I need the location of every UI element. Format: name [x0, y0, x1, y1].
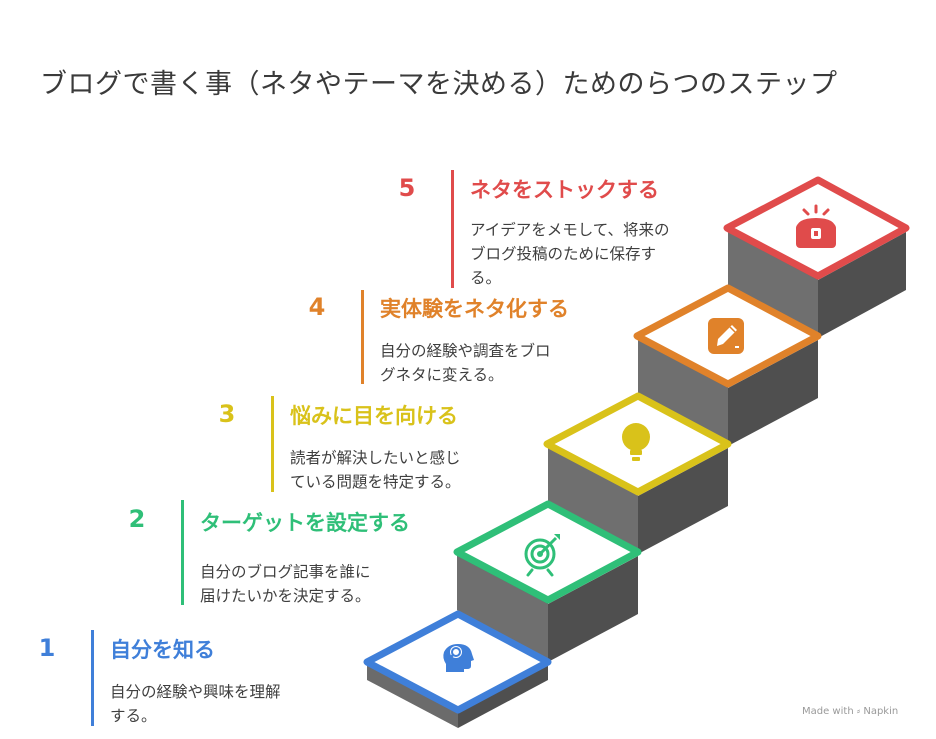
lightbulb-icon	[622, 423, 650, 461]
step-4-tile	[633, 284, 822, 388]
pencil-square-icon	[708, 318, 744, 354]
step-1-description: 自分の経験や興味を理解 する。	[110, 680, 281, 728]
step-3-heading: 悩みに目を向ける	[290, 404, 458, 428]
step-1-tile	[363, 610, 552, 714]
step-4-description: 自分の経験や調査をブロ グネタに変える。	[380, 339, 551, 387]
step-1-number: 1	[38, 634, 56, 662]
step-4-heading: 実体験をネタ化する	[380, 297, 569, 321]
step-3-desc-line-1: 読者が解決したいと感じ	[290, 449, 461, 467]
step-2-heading: ターゲットを設定する	[200, 511, 410, 535]
page-title: ブログで書く事（ネタやテーマを決める）ためのらつのステップ	[40, 69, 838, 100]
step-3-bar	[271, 396, 274, 492]
step-5-heading: ネタをストックする	[470, 178, 659, 202]
head-search-icon	[443, 644, 474, 672]
step-5-bar	[451, 170, 454, 288]
step-1-desc-line-2: する。	[110, 707, 157, 725]
step-2-tile	[453, 500, 642, 604]
step-5-number: 5	[398, 174, 416, 202]
step-5-desc-line-2: ブログ投稿のために保存す	[470, 245, 657, 263]
step-4-bar	[361, 290, 364, 384]
step-1-heading: 自分を知る	[110, 638, 215, 662]
step-4-number: 4	[308, 293, 326, 321]
step-5-description: アイデアをメモして、将来の ブログ投稿のために保存す る。	[470, 218, 670, 290]
step-4-desc-line-2: グネタに変える。	[380, 366, 504, 384]
step-4-desc-line-1: 自分の経験や調査をブロ	[380, 342, 551, 360]
step-3-description: 読者が解決したいと感じ ている問題を特定する。	[290, 446, 461, 494]
step-3-desc-line-2: ている問題を特定する。	[290, 473, 461, 491]
target-arrow-icon	[524, 534, 560, 577]
step-2-description: 自分のブログ記事を誰に 届けたいかを決定する。	[200, 560, 371, 608]
step-2-desc-line-1: 自分のブログ記事を誰に	[200, 563, 371, 581]
step-2-bar	[181, 500, 184, 605]
step-1-desc-line-1: 自分の経験や興味を理解	[110, 683, 281, 701]
step-3-number: 3	[218, 400, 236, 428]
step-2-number: 2	[128, 505, 146, 533]
step-5-tile	[723, 176, 910, 280]
step-1-bar	[91, 630, 94, 726]
step-2-desc-line-2: 届けたいかを決定する。	[200, 587, 371, 605]
treasure-chest-icon	[796, 204, 836, 248]
napkin-credit: Made with ⸗ Napkin	[802, 706, 899, 717]
step-5-desc-line-3: る。	[470, 269, 502, 287]
step-3-tile	[543, 392, 732, 496]
step-5-desc-line-1: アイデアをメモして、将来の	[470, 221, 670, 239]
